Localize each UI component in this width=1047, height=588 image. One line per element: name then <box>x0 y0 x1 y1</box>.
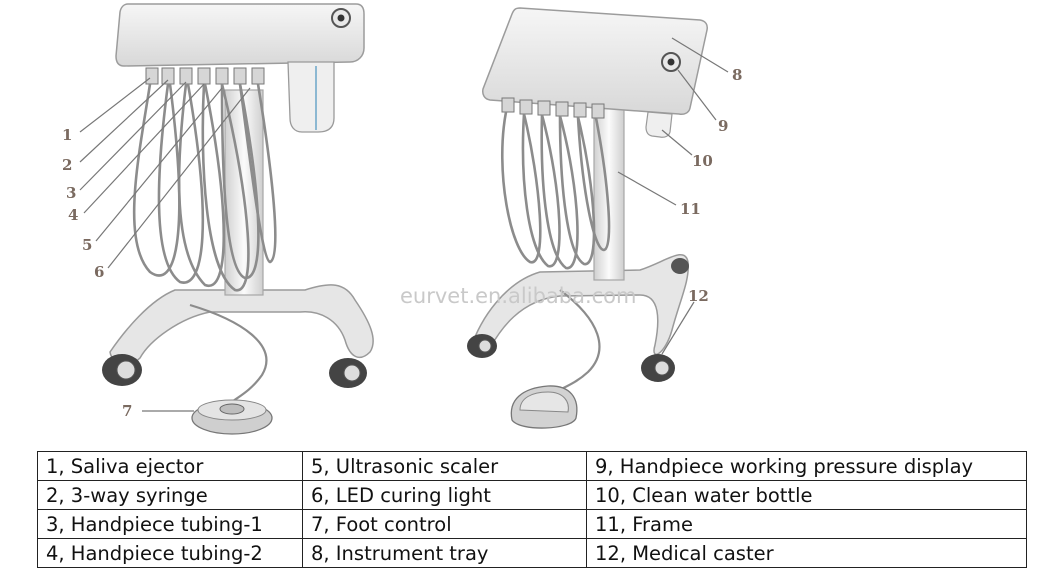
legend-cell: 7, Foot control <box>302 509 587 539</box>
legend-row: 2, 3-way syringe 6, LED curing light 10,… <box>37 480 1027 510</box>
callout-1: 1 <box>62 126 72 144</box>
callout-3: 3 <box>66 184 76 202</box>
legend-cell: 10, Clean water bottle <box>586 480 1027 510</box>
legend-cell: 6, LED curing light <box>302 480 587 510</box>
callout-labels: 1 2 3 4 5 6 7 8 9 10 11 12 <box>62 66 742 420</box>
legend-cell: 12, Medical caster <box>586 538 1027 568</box>
right-cart-pole <box>593 94 625 281</box>
right-hoses <box>500 111 611 270</box>
left-foot-control <box>191 399 273 435</box>
callout-7: 7 <box>122 402 132 420</box>
left-cart-base <box>109 284 374 365</box>
legend-cell: 8, Instrument tray <box>302 538 587 568</box>
legend-row: 1, Saliva ejector 5, Ultrasonic scaler 9… <box>37 451 1027 481</box>
right-foot-control <box>510 385 578 429</box>
callout-2: 2 <box>62 156 72 174</box>
callout-4: 4 <box>68 206 78 224</box>
left-water-bottle <box>287 61 335 133</box>
dental-cart-illustration: eurvet.en.alibaba.com 1 2 3 4 5 6 7 8 9 … <box>62 3 742 435</box>
callout-6: 6 <box>94 263 104 281</box>
callout-9: 9 <box>718 117 728 135</box>
watermark-text: eurvet.en.alibaba.com <box>400 284 637 308</box>
callout-11: 11 <box>680 200 701 218</box>
legend-row: 4, Handpiece tubing-2 8, Instrument tray… <box>37 538 1027 568</box>
left-hoses <box>132 83 277 292</box>
left-casters <box>102 354 367 388</box>
legend-cell: 2, 3-way syringe <box>37 480 303 510</box>
left-handpiece-holders <box>145 67 265 85</box>
right-water-bottle <box>645 111 673 138</box>
right-instrument-tray <box>482 7 708 115</box>
right-foot-hose <box>555 289 601 393</box>
legend-cell: 3, Handpiece tubing-1 <box>37 509 303 539</box>
legend-cell: 1, Saliva ejector <box>37 451 303 481</box>
right-casters <box>467 258 689 382</box>
right-handpiece-holders <box>501 97 605 119</box>
left-foot-hose <box>189 303 268 403</box>
legend-cell: 5, Ultrasonic scaler <box>302 451 587 481</box>
right-cart-base <box>471 253 689 356</box>
callout-10: 10 <box>692 152 713 170</box>
legend-cell: 9, Handpiece working pressure display <box>586 451 1027 481</box>
leader-lines <box>79 37 729 412</box>
callout-12: 12 <box>688 287 709 305</box>
callout-8: 8 <box>732 66 742 84</box>
left-instrument-tray <box>115 3 365 67</box>
legend-cell: 4, Handpiece tubing-2 <box>37 538 303 568</box>
parts-legend-table: 1, Saliva ejector 5, Ultrasonic scaler 9… <box>37 451 1027 568</box>
callout-5: 5 <box>82 236 92 254</box>
legend-cell: 11, Frame <box>586 509 1027 539</box>
right-cart-view <box>467 7 708 429</box>
left-cart-view <box>102 3 374 435</box>
legend-row: 3, Handpiece tubing-1 7, Foot control 11… <box>37 509 1027 539</box>
